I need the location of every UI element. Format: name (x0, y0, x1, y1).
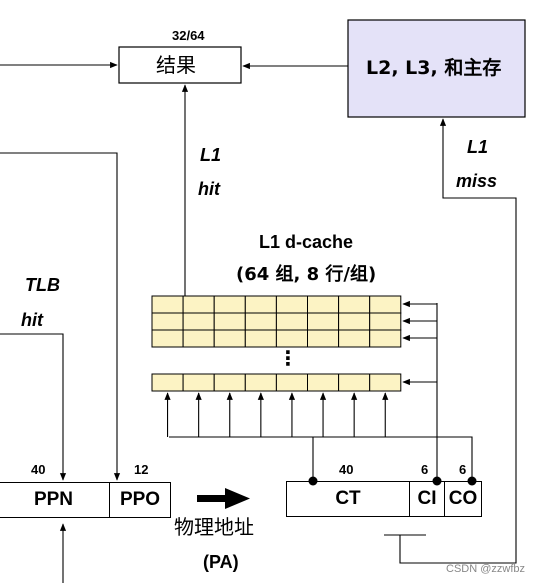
ppo-label: PPO (119, 489, 161, 510)
co-width: 6 (459, 462, 467, 477)
ct-width: 40 (339, 462, 354, 477)
cache-cell (244, 295, 277, 314)
cache-cell (275, 312, 308, 331)
wire-tlb-to-ppn (0, 333, 67, 481)
physical-address-label: 物理地址 (174, 515, 254, 539)
cache-cell (244, 312, 277, 331)
wire-ppo-feed (0, 152, 121, 481)
ct-label: CT (335, 488, 361, 509)
cache-title: L1 d-cache (259, 232, 354, 252)
ppo-width: 12 (134, 462, 149, 477)
l1-miss-bottom: miss (456, 171, 498, 191)
cache-upper-sets (151, 295, 402, 348)
tlb-hit-bottom: hit (21, 310, 43, 330)
cache-cell (151, 373, 184, 392)
cache-organization: (64 组, 8 行/组) (236, 264, 377, 285)
tag-compare-arrows (164, 392, 389, 437)
cache-cell (151, 312, 184, 331)
cache-cell (338, 295, 371, 314)
l1-hit-top: L1 (200, 145, 222, 165)
ppn-box: PPN (0, 482, 110, 518)
watermark: CSDN @zzwfbz (446, 563, 526, 575)
result-box (118, 46, 242, 84)
wire-miss-path (399, 118, 517, 564)
ppn-label: PPN (33, 489, 74, 510)
cache-cell (182, 312, 215, 331)
cache-cell (213, 373, 246, 392)
tlb-hit-top: TLB (25, 275, 60, 295)
cache-cell (338, 329, 371, 348)
cache-cell (182, 329, 215, 348)
ci-width: 6 (421, 462, 429, 477)
ci-index-arrows (402, 300, 437, 386)
cache-cell (338, 312, 371, 331)
cache-cell (275, 373, 308, 392)
cache-cell (213, 312, 246, 331)
co-label: CO (448, 488, 478, 509)
ppo-box: PPO (109, 482, 171, 518)
ppn-width: 40 (31, 462, 46, 477)
cache-cell (307, 373, 340, 392)
cache-cell (213, 329, 246, 348)
cache-cell (369, 373, 402, 392)
cache-cell (338, 373, 371, 392)
ci-label: CI (417, 488, 437, 509)
cache-cell (307, 295, 340, 314)
co-box: CO (444, 481, 482, 517)
cache-cell (307, 329, 340, 348)
ct-box: CT (286, 481, 410, 517)
cache-cell (151, 329, 184, 348)
cache-cell (244, 329, 277, 348)
lower-memory-box (347, 19, 526, 118)
physical-address-abbrev: (PA) (203, 552, 239, 572)
result-label: 结果 (156, 53, 196, 77)
cache-cell (369, 295, 402, 314)
cache-cell (244, 373, 277, 392)
cache-cell (369, 312, 402, 331)
result-width: 32/64 (172, 28, 205, 43)
cache-cell (369, 329, 402, 348)
cache-cell (275, 329, 308, 348)
cache-cell (182, 373, 215, 392)
wire-ct-bus (312, 436, 473, 480)
l1-miss-top: L1 (467, 137, 489, 157)
right-arrow-icon (197, 488, 250, 509)
cache-cell (182, 295, 215, 314)
lower-memory-label: L2, L3, 和主存 (366, 57, 502, 79)
cache-lower-set (151, 373, 402, 392)
ci-box: CI (409, 481, 445, 517)
cache-cell (151, 295, 184, 314)
l1-hit-bottom: hit (198, 179, 220, 199)
cache-cell (275, 295, 308, 314)
cache-ellipsis: ⋮ (278, 348, 298, 370)
cache-cell (307, 312, 340, 331)
cache-cell (213, 295, 246, 314)
